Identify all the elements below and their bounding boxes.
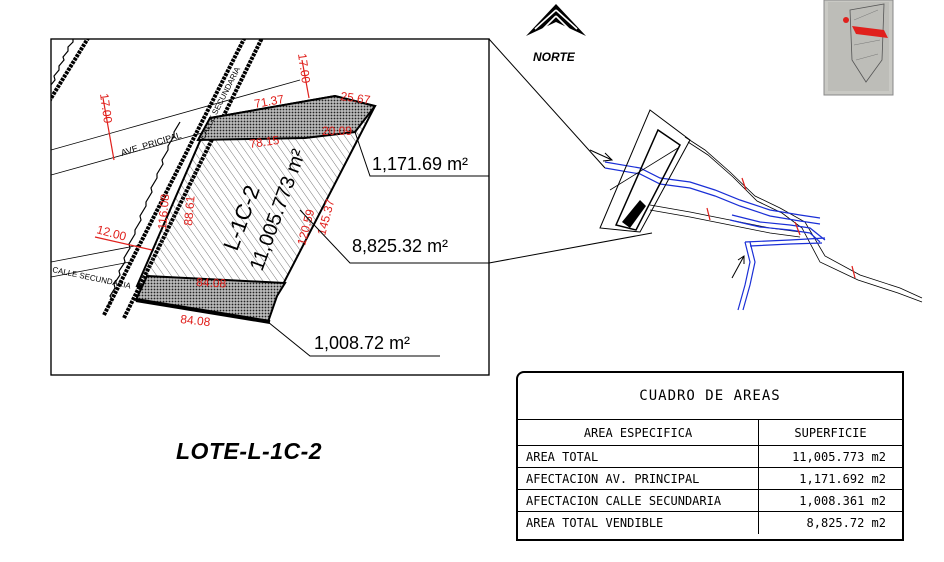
dim-71-37: 71.37 — [253, 92, 285, 111]
dim-116-08: 116.08 — [155, 193, 172, 230]
callout-top-area: 1,171.69 m² — [372, 154, 468, 174]
street-affectation — [134, 274, 287, 324]
dim-17-top: 17.00 — [295, 52, 313, 84]
header-superficie: SUPERFICIE — [794, 425, 867, 440]
row-value: 1,008.361 m2 — [799, 493, 886, 508]
callout-bottom-area: 1,008.72 m² — [314, 333, 410, 353]
dim-25-67: 25.67 — [340, 89, 372, 107]
north-arrow-icon — [526, 4, 586, 36]
row-label: AREA TOTAL — [518, 446, 759, 467]
table-row: AREA TOTAL VENDIBLE 8,825.72 m2 — [518, 512, 902, 534]
dim-17-left: 17.00 — [97, 92, 115, 124]
row-label: AFECTACION CALLE SECUNDARIA — [518, 490, 759, 511]
row-label: AREA TOTAL VENDIBLE — [518, 512, 759, 534]
dim-84-08-inner: 84.08 — [196, 275, 227, 291]
areas-table-header: AREA ESPECIFICA SUPERFICIE — [518, 420, 902, 446]
overview-map — [589, 109, 923, 311]
row-value: 1,171.692 m2 — [799, 471, 886, 486]
table-row: AREA TOTAL 11,005.773 m2 — [518, 446, 902, 468]
row-value: 8,825.72 m2 — [806, 516, 886, 530]
areas-table: CUADRO DE AREAS AREA ESPECIFICA SUPERFIC… — [516, 371, 904, 541]
detail-view — [50, 38, 490, 376]
dim-78-15: 78.15 — [248, 133, 280, 151]
areas-table-title: CUADRO DE AREAS — [518, 373, 902, 420]
row-value: 11,005.773 m2 — [792, 449, 886, 464]
dim-20-09: 20.09 — [322, 124, 352, 138]
table-row: AFECTACION AV. PRINCIPAL 1,171.692 m2 — [518, 468, 902, 490]
dim-84-08-outer: 84.08 — [180, 312, 212, 329]
row-label: AFECTACION AV. PRINCIPAL — [518, 468, 759, 489]
dim-88-61: 88.61 — [181, 195, 198, 226]
north-label: NORTE — [533, 50, 575, 64]
callout-mid-area: 8,825.32 m² — [352, 236, 448, 256]
header-area-especifica: AREA ESPECIFICA — [518, 420, 759, 445]
table-row: AFECTACION CALLE SECUNDARIA 1,008.361 m2 — [518, 490, 902, 512]
location-thumbnail — [823, 0, 894, 96]
lot-title: LOTE-L-1C-2 — [176, 438, 323, 464]
